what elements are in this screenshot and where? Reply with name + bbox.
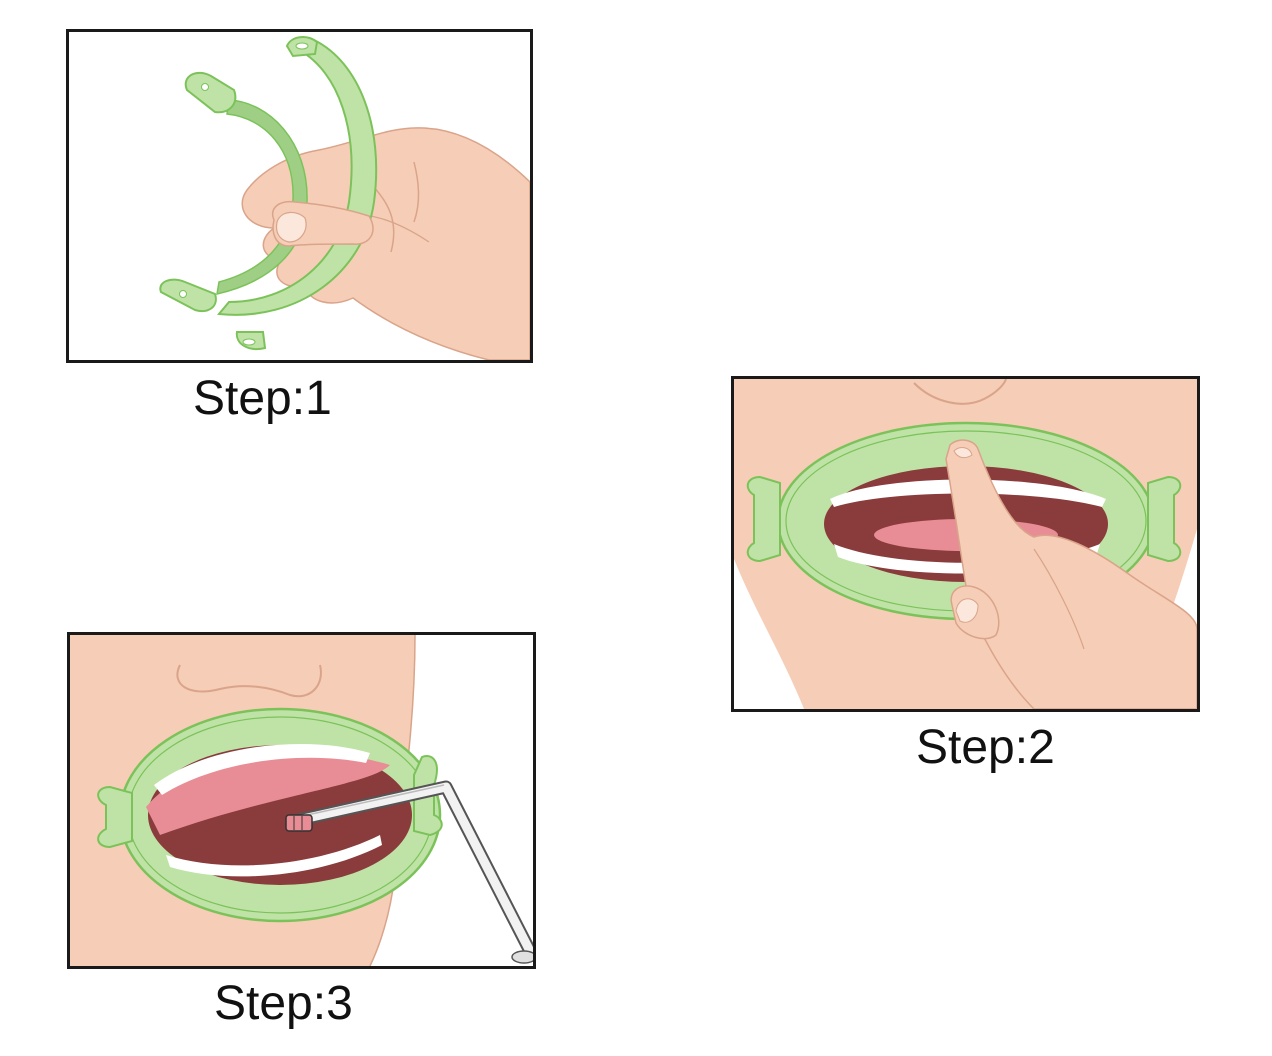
step-2-illustration: [731, 376, 1200, 712]
step-3-illustration: [67, 632, 536, 969]
step-3-caption: Step:3: [214, 977, 353, 1030]
step-1-illustration: [66, 29, 533, 363]
retractor-with-suction-tip-icon: [70, 635, 533, 966]
step-1-caption: Step:1: [193, 372, 332, 425]
step-2-caption: Step:2: [916, 721, 1055, 774]
hand-holding-retractor-icon: [159, 36, 530, 360]
finger-placing-retractor-icon: [734, 379, 1197, 709]
